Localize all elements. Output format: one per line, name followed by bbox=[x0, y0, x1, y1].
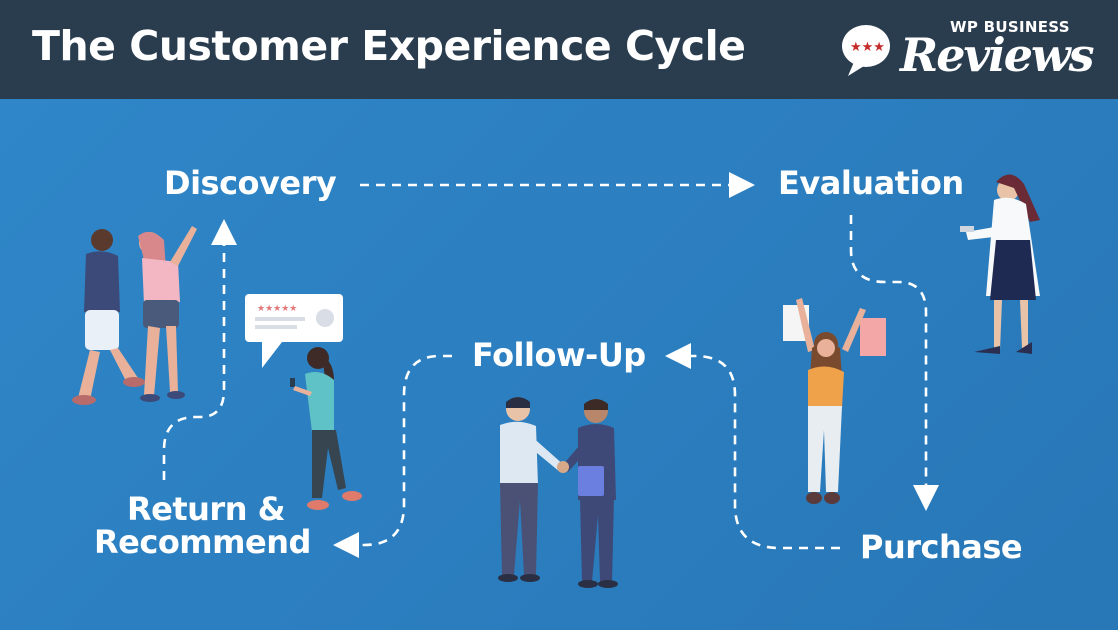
logo-top-text: WP BUSINESS bbox=[950, 18, 1070, 36]
header-bar: The Customer Experience Cycle ★★★ WP BUS… bbox=[0, 0, 1118, 99]
diagram-area bbox=[0, 99, 1118, 630]
svg-text:★★★: ★★★ bbox=[850, 40, 885, 55]
stage-follow-up: Follow-Up bbox=[472, 336, 646, 374]
walking-couple-illustration bbox=[72, 226, 197, 405]
arrow-followup-to-return bbox=[333, 354, 452, 558]
review-stars: ★★★★★ bbox=[257, 304, 297, 314]
arrow-return-to-discovery bbox=[162, 219, 237, 480]
speech-bubble-icon: ★★★ bbox=[842, 25, 890, 76]
stage-return-line2: Recommend bbox=[94, 523, 311, 561]
arrow-evaluation-to-purchase bbox=[849, 215, 939, 511]
page-title: The Customer Experience Cycle bbox=[32, 22, 746, 70]
stage-return-line1: Return & bbox=[127, 490, 286, 528]
handshake-illustration bbox=[498, 397, 618, 588]
stage-discovery: Discovery bbox=[164, 164, 337, 202]
shopper-illustration bbox=[783, 298, 886, 504]
logo-script-text: Reviews bbox=[900, 28, 1094, 82]
arrow-purchase-to-followup bbox=[665, 343, 840, 550]
stage-purchase: Purchase bbox=[860, 528, 1023, 566]
brand-logo: ★★★ WP BUSINESS Reviews bbox=[840, 14, 1094, 90]
review-card-illustration: ★★★★★ bbox=[245, 294, 343, 368]
stage-evaluation: Evaluation bbox=[778, 164, 964, 202]
evaluator-illustration bbox=[960, 174, 1040, 354]
woman-with-phone-illustration bbox=[290, 347, 362, 510]
